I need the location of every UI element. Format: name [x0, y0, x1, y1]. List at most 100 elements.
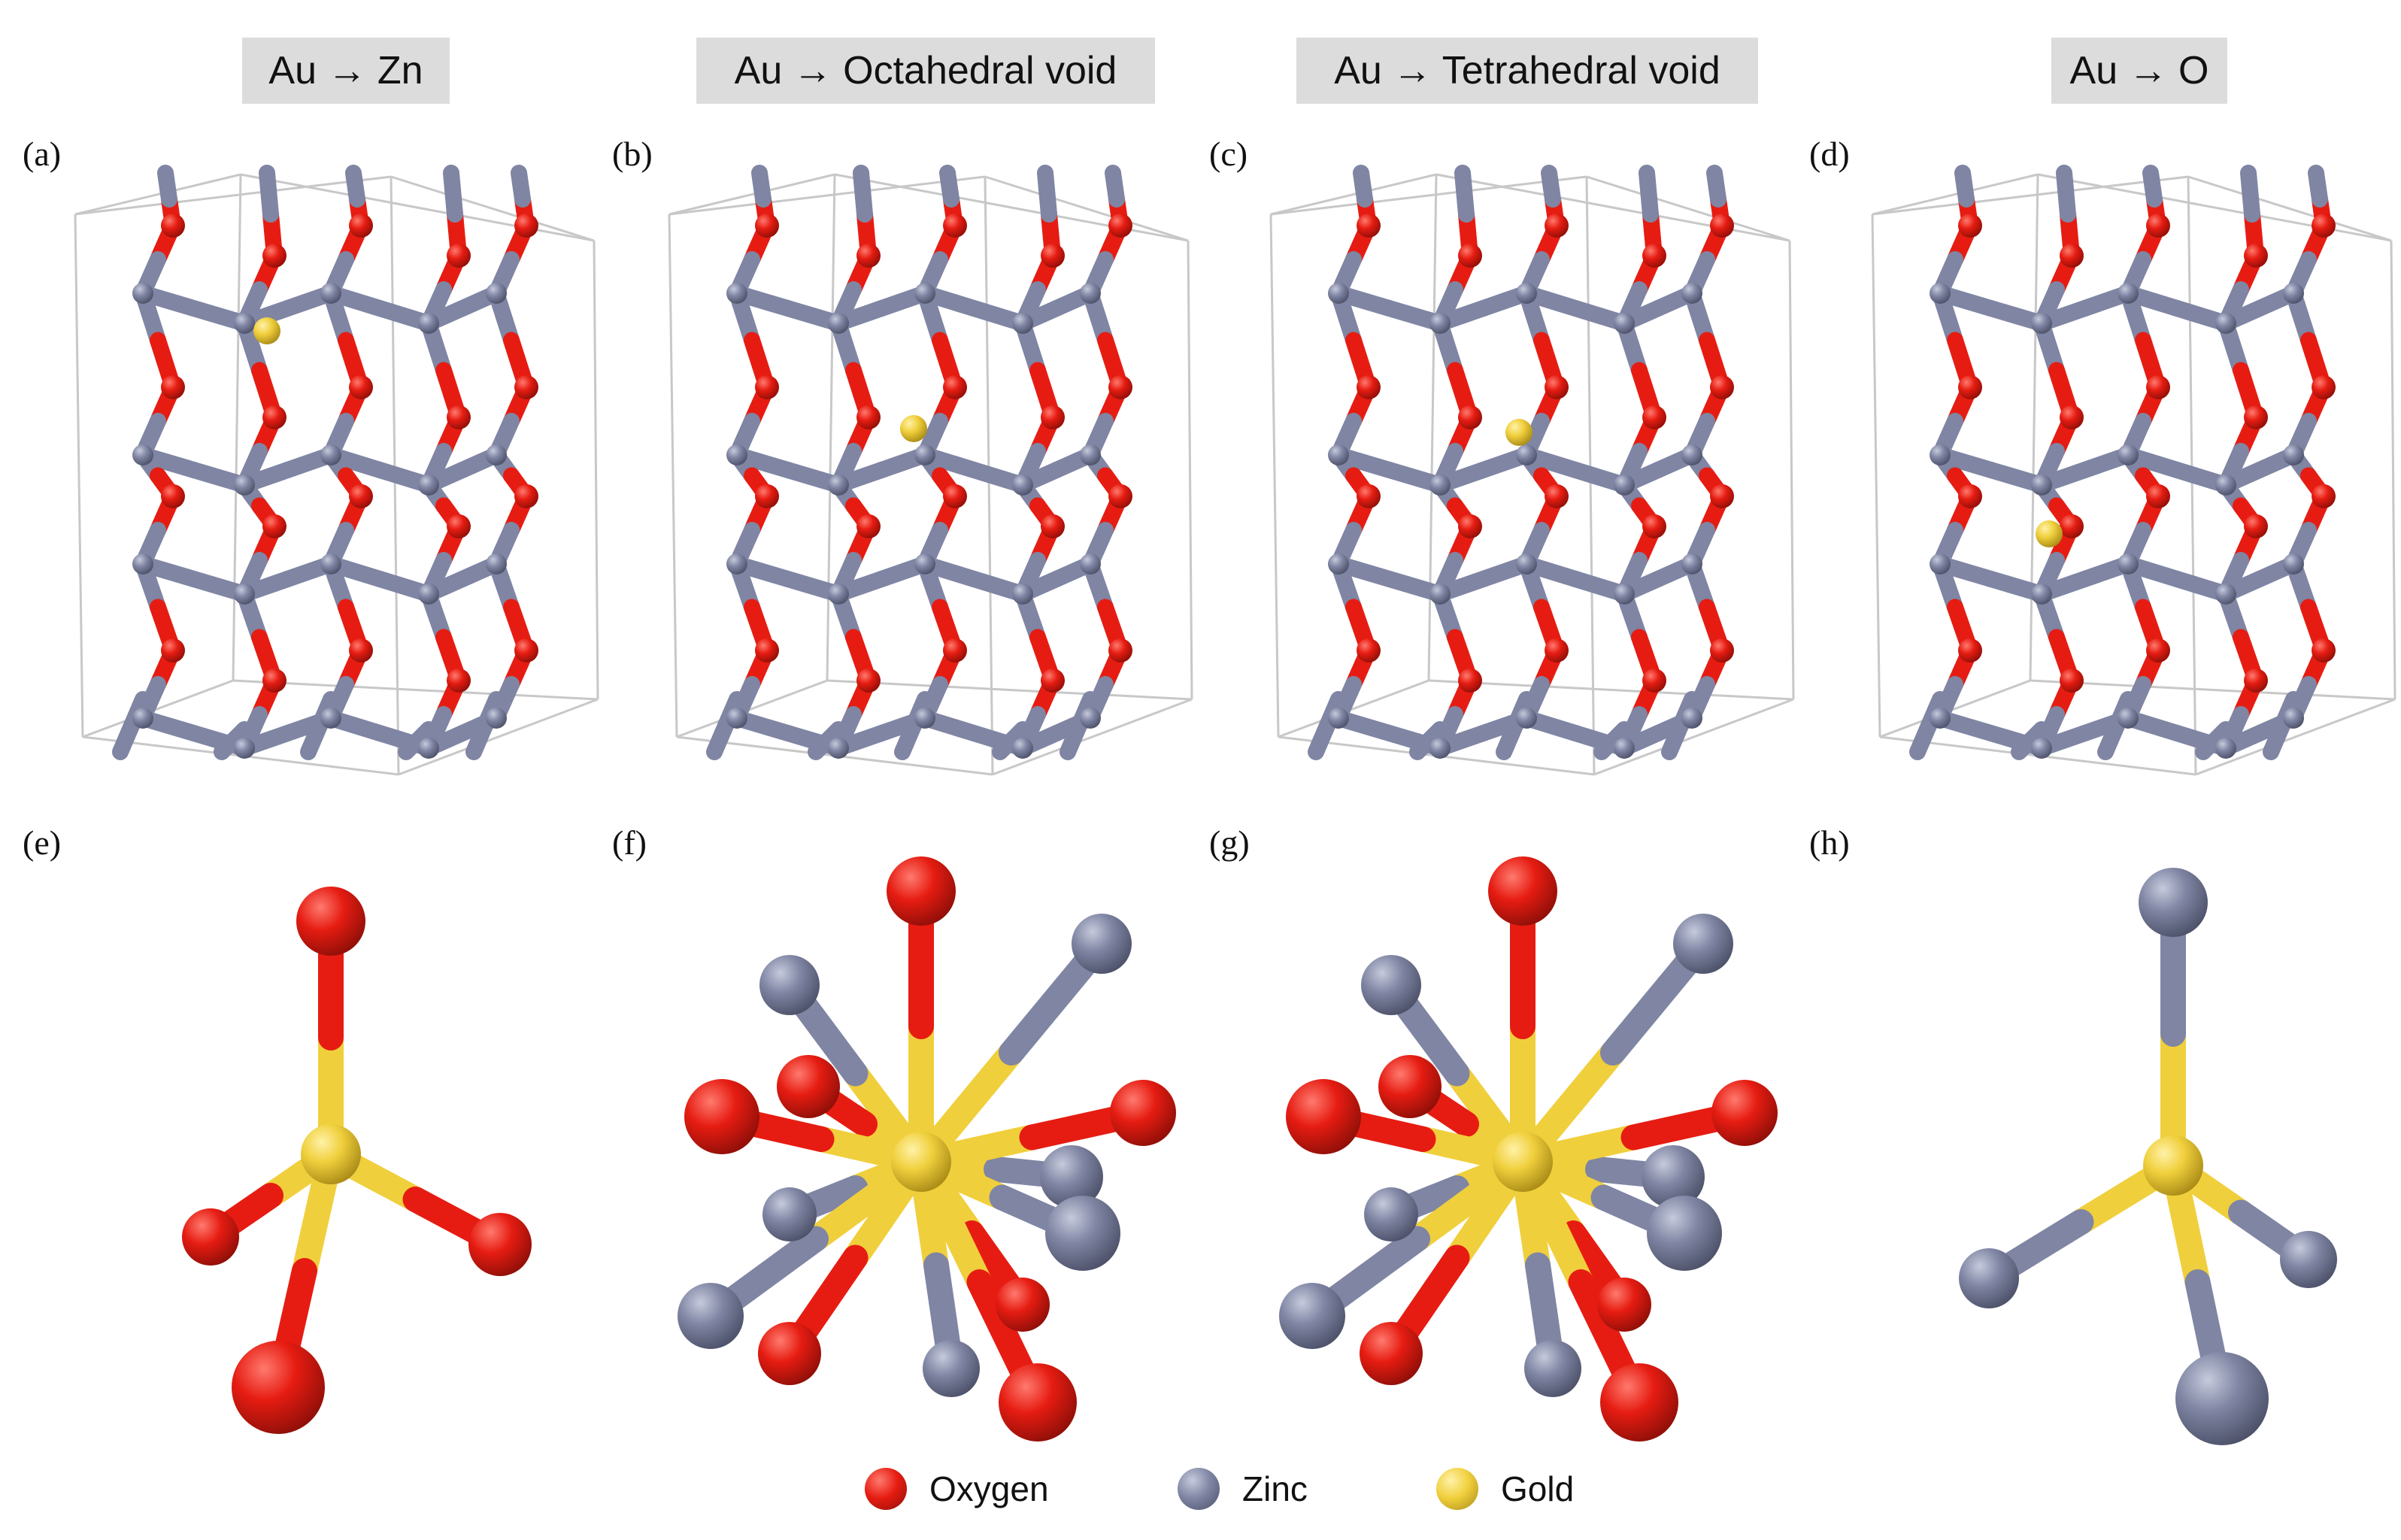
zinc-atom — [2118, 283, 2139, 304]
zinc-atom — [1080, 444, 1101, 465]
zinc-atom — [1642, 1145, 1705, 1208]
oxygen-atom — [1458, 405, 1482, 429]
zinc-atom — [1516, 444, 1537, 465]
zinc-atom — [1072, 914, 1132, 974]
unit-cell-boxes — [74, 173, 2396, 776]
oxygen-atom — [1711, 1080, 1778, 1146]
oxygen-atom — [161, 375, 185, 399]
bond-segment — [1661, 717, 1689, 760]
bond-segment — [751, 165, 772, 208]
bond-segment — [2195, 732, 2223, 760]
oxygen-atom — [1041, 514, 1065, 538]
oxygen-atom — [1642, 405, 1666, 429]
legend-oxygen: Oxygen — [865, 1459, 1049, 1519]
zinc-atom — [2215, 738, 2236, 759]
oxygen-atom — [447, 244, 471, 268]
unit-cell-edge — [232, 679, 599, 701]
zinc-atom — [418, 738, 439, 759]
zinc-atom — [486, 283, 507, 304]
oxygen-atom — [2146, 375, 2170, 399]
oxygen-atom — [943, 375, 967, 399]
oxygen-atom — [1545, 375, 1569, 399]
gold-coordination-cluster — [1279, 856, 1778, 1441]
zinc-atom — [2031, 313, 2052, 334]
unit-cell-edge — [1593, 698, 1794, 776]
unit-cell-edge — [74, 175, 392, 216]
legend-gold: Gold — [1436, 1459, 1574, 1519]
oxygen-atom — [296, 887, 365, 956]
oxygen-atom — [262, 514, 286, 538]
zinc-atom — [1647, 1196, 1722, 1271]
unit-cell-edge — [1788, 240, 1795, 700]
panel-label-c: (c) — [1209, 135, 1248, 173]
zinc-atom — [132, 444, 153, 465]
oxygen-atom — [2060, 668, 2084, 693]
oxygen-atom — [2312, 484, 2336, 508]
bond-segment — [1353, 165, 1373, 208]
zinc-atom — [2118, 553, 2139, 574]
gold-atom — [1505, 419, 1532, 446]
bond-segment — [939, 165, 959, 208]
oxygen-atom — [349, 484, 373, 508]
zinc-atom — [320, 283, 341, 304]
oxygen-atom — [447, 514, 471, 538]
zinc-atom — [1681, 553, 1702, 574]
oxygen-atom — [514, 214, 538, 238]
oxygen-atom — [514, 638, 538, 662]
column-title-au-zn: Au → Zn — [242, 38, 450, 104]
bond-segment — [2308, 165, 2328, 208]
oxygen-atom — [755, 638, 779, 662]
zinc-atom — [914, 283, 935, 304]
gold-atom — [301, 1124, 361, 1184]
zinc-atom — [132, 283, 153, 304]
oxygen-atom — [447, 405, 471, 429]
unit-cell-edge — [1586, 175, 1790, 242]
oxygen-atom — [1357, 484, 1381, 508]
oxygen-atom — [1357, 375, 1381, 399]
gold-atom — [253, 317, 280, 344]
zinc-atom — [2283, 553, 2304, 574]
zinc-atom — [486, 444, 507, 465]
zinc-atom — [828, 738, 849, 759]
zinc-atom — [1328, 553, 1349, 574]
wurtzite-lattice — [706, 165, 1132, 760]
oxygen-atom — [2244, 244, 2268, 268]
wurtzite-lattice — [1909, 165, 2336, 760]
oxygen-atom — [1710, 638, 1734, 662]
unit-cell-edge — [2187, 175, 2392, 242]
zinc-atom — [828, 584, 849, 605]
oxygen-atom — [2060, 405, 2084, 429]
zinc-atom — [1429, 313, 1451, 334]
unit-cell-edge — [1879, 679, 2031, 738]
oxygen-atom — [1642, 244, 1666, 268]
zinc-atom — [234, 738, 255, 759]
bond-segment — [1954, 165, 1975, 208]
zinc-atom — [914, 553, 935, 574]
oxygen-atom — [1958, 214, 1982, 238]
oxygen-atom — [1041, 668, 1065, 693]
oxygen-atom — [1108, 484, 1132, 508]
oxygen-atom — [2244, 514, 2268, 538]
zinc-atom — [132, 708, 153, 729]
gold-atom — [900, 415, 927, 442]
bond-segment — [1060, 717, 1087, 760]
bond-segment — [894, 717, 922, 760]
bond-segment — [2056, 165, 2076, 223]
column-title-au-octahedral-void: Au → Octahedral void — [696, 38, 1155, 104]
zinc-atom — [1080, 283, 1101, 304]
oxygen-atom — [1642, 514, 1666, 538]
unit-cell-edge — [2390, 240, 2396, 700]
oxygen-atom — [996, 1278, 1050, 1332]
oxygen-atom — [262, 668, 286, 693]
zinc-atom — [2215, 313, 2236, 334]
oxygen-atom — [1488, 856, 1557, 926]
zinc-atom — [759, 955, 820, 1015]
zinc-atom — [2031, 738, 2052, 759]
zinc-atom — [1681, 283, 1702, 304]
zinc-atom — [2283, 708, 2304, 729]
unit-cell-edge — [668, 214, 678, 738]
bond-segment — [1706, 165, 1726, 208]
oxygen-atom — [2244, 668, 2268, 693]
oxygen-atom — [1958, 375, 1982, 399]
